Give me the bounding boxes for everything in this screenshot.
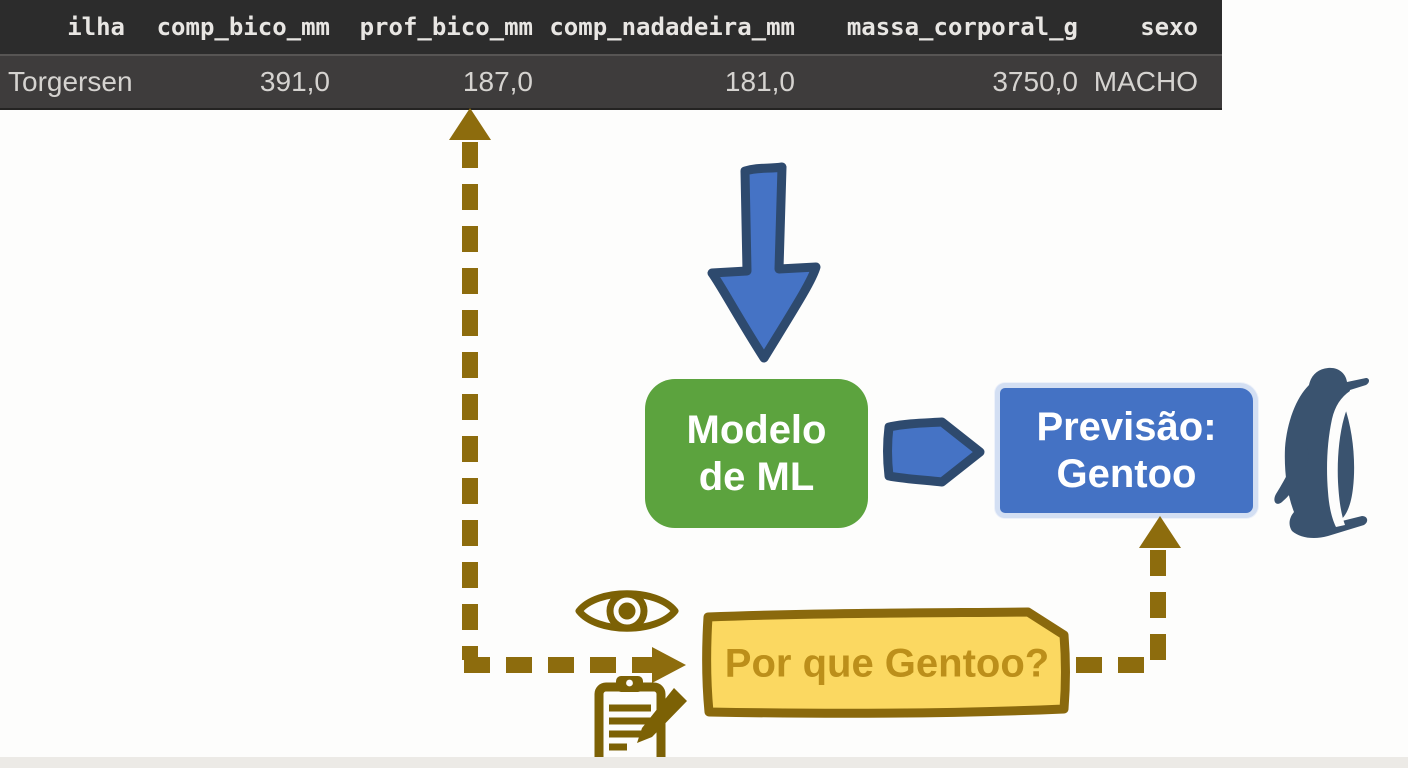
cell-massa-corporal: 3750,0 bbox=[992, 66, 1078, 97]
clipboard-pencil-icon bbox=[594, 676, 687, 768]
connector-arrowhead-to-question-box bbox=[652, 647, 686, 683]
column-header-sexo: sexo bbox=[1140, 13, 1198, 41]
connector-arrowhead-to-table bbox=[449, 108, 491, 140]
prediction-box-line1: Previsão: bbox=[1036, 404, 1217, 449]
connector-right-vertical-dashed bbox=[1150, 550, 1166, 662]
column-header-comp-nadadeira: comp_nadadeira_mm bbox=[549, 13, 795, 41]
cell-ilha: Torgersen bbox=[8, 66, 133, 97]
model-box-line1: Modelo bbox=[686, 407, 827, 452]
table-data-row: Torgersen 391,0 187,0 181,0 3750,0 MACHO bbox=[0, 54, 1222, 110]
column-header-prof-bico: prof_bico_mm bbox=[359, 13, 533, 41]
connector-right-horizontal-dashed bbox=[1076, 657, 1152, 673]
penguin-data-table: ilha comp_bico_mm prof_bico_mm comp_nada… bbox=[0, 0, 1222, 110]
cell-comp-nadadeira: 181,0 bbox=[724, 66, 795, 97]
column-header-ilha: ilha bbox=[67, 13, 125, 41]
question-box-shape bbox=[702, 607, 1070, 718]
question-box-label: Por que Gentoo? bbox=[724, 641, 1050, 686]
bottom-edge-strip bbox=[0, 757, 1408, 768]
prediction-box: Previsão: Gentoo bbox=[995, 383, 1258, 518]
penguin-icon bbox=[1274, 367, 1369, 539]
connector-left-horizontal-dashed bbox=[464, 657, 654, 673]
connector-left-vertical-dashed bbox=[462, 142, 478, 660]
model-box: Modelo de ML bbox=[645, 379, 868, 528]
column-header-comp-bico: comp_bico_mm bbox=[156, 13, 330, 41]
question-box: Por que Gentoo? bbox=[698, 604, 1076, 722]
table-header-row: ilha comp_bico_mm prof_bico_mm comp_nada… bbox=[0, 0, 1222, 54]
prediction-box-line2: Gentoo bbox=[1056, 451, 1197, 496]
right-arrow-icon bbox=[883, 417, 985, 487]
eye-icon bbox=[575, 590, 679, 632]
cell-prof-bico: 187,0 bbox=[462, 66, 533, 97]
cell-comp-bico: 391,0 bbox=[259, 66, 330, 97]
connector-arrowhead-to-prediction-box bbox=[1139, 516, 1181, 548]
cell-sexo: MACHO bbox=[1093, 66, 1198, 97]
model-box-line2: de ML bbox=[698, 454, 815, 499]
column-header-massa-corporal: massa_corporal_g bbox=[846, 13, 1078, 41]
down-arrow-icon bbox=[707, 162, 821, 363]
